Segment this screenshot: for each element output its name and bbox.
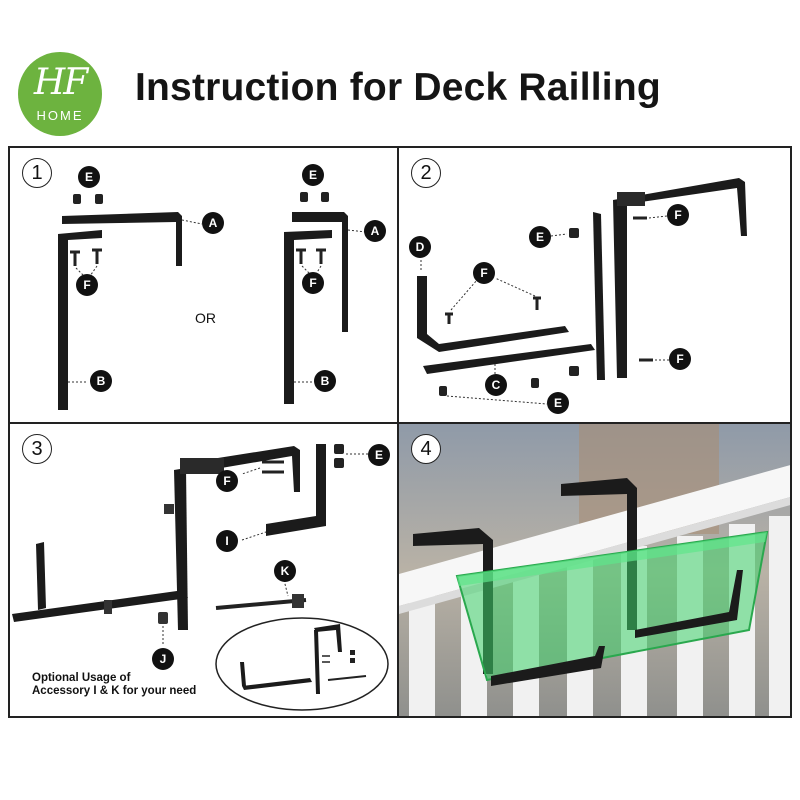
step-2-illustration [417, 178, 747, 405]
cap-e-right-1 [300, 192, 308, 202]
bracket-b-right [284, 230, 332, 404]
bracket-vertical-long [593, 212, 605, 380]
step-2-number: 2 [411, 158, 441, 188]
step-4-illustration [399, 424, 790, 716]
lead-a-left [181, 219, 203, 225]
label-f-2-top: F [667, 204, 689, 226]
logo-sub-text: HOME [36, 108, 84, 123]
step-4-panel: 4 [397, 422, 792, 718]
screw-f-left-1 [70, 250, 80, 266]
label-e-2: E [529, 226, 551, 248]
label-k: K [274, 560, 296, 582]
planter-foot-right [635, 570, 743, 638]
logo-main-text: HF [33, 62, 88, 103]
inset-bracket-horizontal [242, 678, 312, 690]
cap-e-3b [334, 458, 344, 468]
lead-k [283, 579, 289, 597]
lead-e-2 [550, 233, 568, 237]
screw-f-right-2 [316, 248, 326, 264]
screw-f-left-2 [92, 248, 102, 264]
step-1-number: 1 [22, 158, 52, 188]
assembled-bracket-horizontal [12, 590, 188, 622]
lead-i [241, 531, 267, 541]
label-i: I [216, 530, 238, 552]
label-a-right: A [364, 220, 386, 242]
planter-foot-left [491, 646, 605, 686]
label-f-right: F [302, 272, 324, 294]
label-e-right: E [302, 164, 324, 186]
cap-e-2d [569, 366, 579, 376]
part-i [266, 444, 326, 536]
part-k [215, 598, 307, 610]
optional-usage-note: Optional Usage of Accessory I & K for yo… [32, 672, 196, 698]
step-3-number: 3 [22, 434, 52, 464]
green-planter-rim [457, 532, 767, 586]
lead-f-2c [648, 215, 668, 219]
bracket-d [417, 276, 569, 352]
bracket-c [423, 344, 595, 374]
cap-e-right-2 [321, 192, 329, 202]
bracket-b-left [58, 230, 102, 410]
cap-e-2b [439, 386, 447, 396]
screw-f-2b [533, 296, 541, 310]
assembled-bracket-top [180, 446, 300, 492]
bracket-a-left [62, 212, 182, 266]
assembled-bracket-clamp [180, 458, 224, 474]
bracket-knob-1 [104, 600, 112, 614]
inset-bracket-vertical [314, 630, 320, 694]
step-4-number: 4 [411, 434, 441, 464]
bracket-knob-2 [164, 504, 174, 514]
label-e-left: E [78, 166, 100, 188]
inset-bracket-upright [240, 662, 246, 686]
lead-f-right-2 [315, 265, 322, 275]
step-1-panel: 1 E A F B OR E A F B [8, 146, 399, 424]
hf-home-logo: HF HOME [18, 52, 102, 136]
optional-note-line-2: Accessory I & K for your need [32, 685, 197, 697]
inset-cap-2 [350, 658, 355, 663]
page-title: Instruction for Deck Railling [135, 66, 661, 109]
inset-bracket-top [314, 624, 342, 652]
label-e-2-bottom: E [547, 392, 569, 414]
label-d: D [409, 236, 431, 258]
lead-f-3 [241, 467, 261, 475]
inset-cap-1 [350, 650, 355, 655]
cap-e-left-1 [73, 194, 81, 204]
cap-e-3a [334, 444, 344, 454]
step-3-illustration [12, 444, 389, 711]
lead-f-2-left [450, 279, 478, 311]
or-text: OR [195, 310, 216, 326]
optional-note-line-1: Optional Usage of [32, 672, 131, 684]
label-e-3: E [368, 444, 390, 466]
step-1-illustration [58, 192, 367, 410]
part-k-knob [292, 594, 304, 608]
step-2-panel: 2 D E F C E F F [397, 146, 792, 424]
cap-e-left-2 [95, 194, 103, 204]
screw-f-right-1 [296, 248, 306, 264]
step-3-panel: 3 F E [8, 422, 399, 718]
lead-e-2-bottom [446, 395, 548, 405]
cap-e-2a [569, 228, 579, 238]
label-c: C [485, 374, 507, 396]
label-b-left: B [90, 370, 112, 392]
label-j: J [152, 648, 174, 670]
assembled-bracket-vertical [174, 468, 188, 630]
lead-a-right [347, 229, 367, 233]
lead-f-2-right [494, 277, 536, 297]
label-b-right: B [314, 370, 336, 392]
cap-e-2c [531, 378, 539, 388]
label-f-2: F [473, 262, 495, 284]
label-f-2-mid: F [669, 348, 691, 370]
inset-screws [322, 655, 330, 663]
assembled-bracket-left-upright [36, 542, 46, 610]
optional-usage-ellipse [215, 617, 389, 711]
label-a-left: A [202, 212, 224, 234]
label-f-left: F [76, 274, 98, 296]
screw-f-2a [445, 312, 453, 324]
bracket-a-right [292, 212, 348, 332]
label-f-3: F [216, 470, 238, 492]
part-j [158, 612, 168, 624]
inset-part-k [327, 675, 367, 681]
bracket-upper-clamp [617, 192, 645, 206]
